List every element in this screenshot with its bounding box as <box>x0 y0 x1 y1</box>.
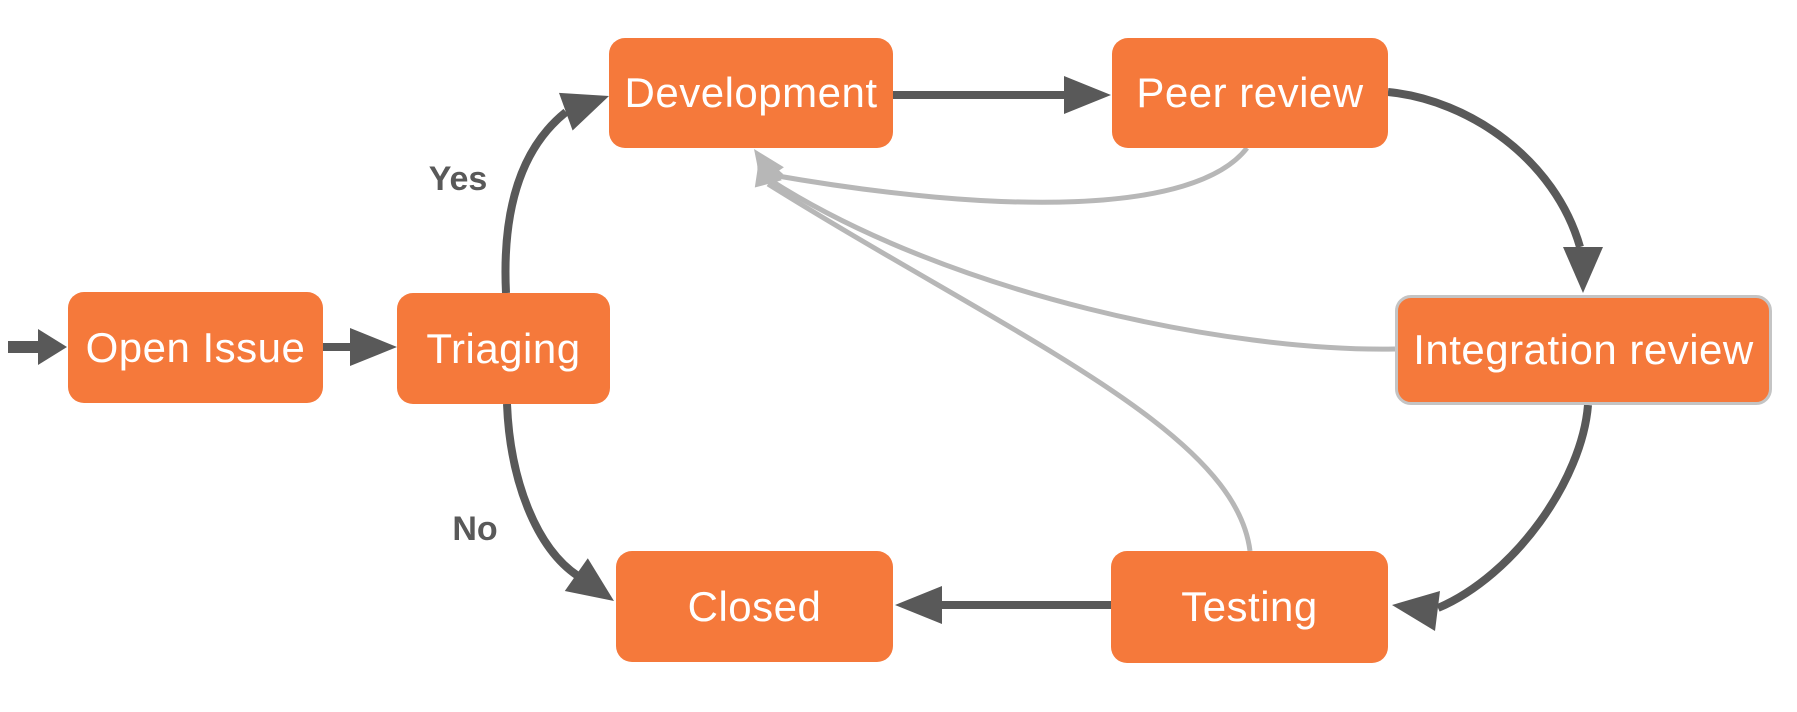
arrowhead-feedback-testing <box>754 153 782 188</box>
node-open-issue[interactable]: Open Issue <box>68 292 323 403</box>
edge-label-yes: Yes <box>428 160 488 198</box>
arrowhead-development-to-peer-review <box>1064 76 1111 114</box>
arrowhead-triaging-to-closed <box>564 558 614 601</box>
node-testing[interactable]: Testing <box>1111 551 1388 663</box>
arrowhead-testing-to-closed <box>895 586 942 624</box>
edge-feedback-peer-review-to-development <box>771 146 1249 205</box>
node-integration-review[interactable]: Integration review <box>1395 295 1772 405</box>
node-development[interactable]: Development <box>609 38 893 148</box>
arrowhead-open-issue-to-triaging <box>350 328 397 366</box>
arrowhead-integration-review-to-testing <box>1392 591 1440 631</box>
edge-feedback-testing-to-development <box>766 181 1253 552</box>
arrowhead-triaging-to-development <box>559 92 609 131</box>
node-triaging[interactable]: Triaging <box>397 293 610 404</box>
arrowhead-peer-review-to-integration-review <box>1563 247 1603 293</box>
edge-peer-review-to-integration-review <box>1387 88 1584 249</box>
node-closed[interactable]: Closed <box>616 551 893 662</box>
edge-label-no: No <box>452 510 498 548</box>
arrowhead-start-to-open-issue <box>38 329 67 365</box>
edge-triaging-to-development <box>501 108 569 294</box>
node-peer-review[interactable]: Peer review <box>1112 38 1388 148</box>
edge-feedback-integration-review-to-development <box>768 177 1396 352</box>
edge-triaging-to-closed <box>503 403 581 580</box>
edge-integration-review-to-testing <box>1436 404 1592 612</box>
